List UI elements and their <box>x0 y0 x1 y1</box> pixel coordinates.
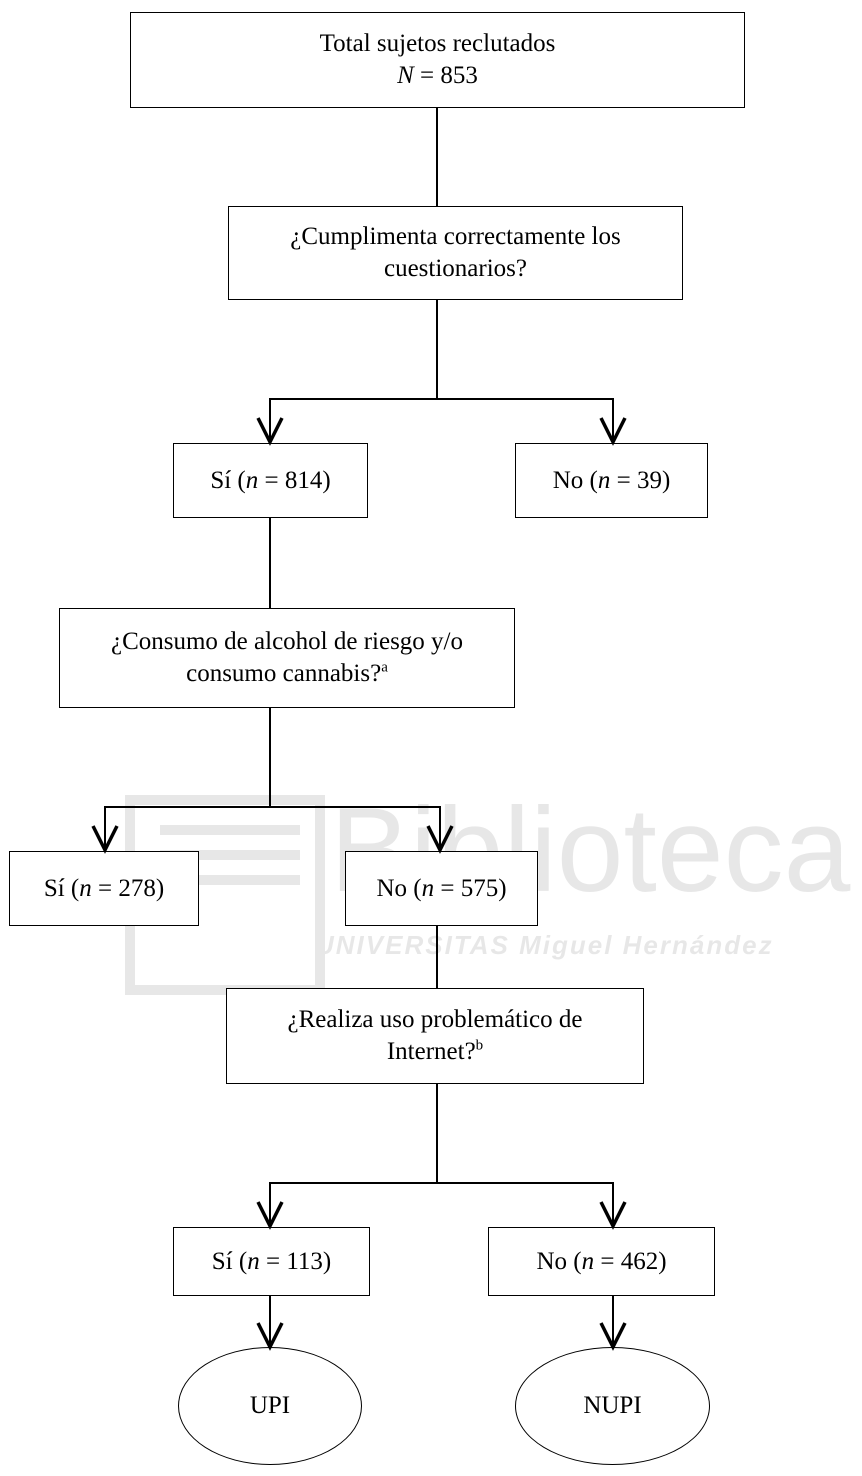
node-q2-line1: ¿Consumo de alcohol de riesgo y/o <box>110 628 463 655</box>
connector-q3-split <box>436 1084 438 1184</box>
terminal-nupi-label: NUPI <box>583 1392 642 1419</box>
node-total-recruited: Total sujetos reclutados N = 853 <box>130 12 745 108</box>
arrow-down-icon <box>256 1322 284 1351</box>
node-q1-yes: Sí (n = 814) <box>173 443 368 518</box>
connector-yes-upi <box>269 1296 271 1346</box>
arrow-down-icon <box>599 1201 627 1230</box>
node-q1-no-rest: = 39) <box>610 466 671 494</box>
node-q1-no: No (n = 39) <box>515 443 708 518</box>
arrow-down-icon <box>426 825 454 854</box>
connector-no-q3 <box>436 898 438 988</box>
arrow-down-icon <box>599 417 627 446</box>
node-q1-yes-rest: = 814) <box>258 466 331 494</box>
connector-yes-q2 <box>269 518 271 608</box>
node-q2-footnote: a <box>381 659 388 676</box>
arrow-down-icon <box>256 1201 284 1230</box>
node-q1-line2: cuestionarios? <box>383 255 527 282</box>
connector-q3-branch <box>269 1182 614 1184</box>
node-q2-line2: consumo cannabis? <box>186 660 382 687</box>
node-q3-no: No (n = 462) <box>488 1227 715 1296</box>
node-q3-no-rest: = 462) <box>594 1247 667 1275</box>
connector-q2-left-drop <box>104 806 106 851</box>
connector-q2-split <box>269 708 271 808</box>
node-q1-no-var: n <box>597 466 611 494</box>
node-q1-line1: ¿Cumplimenta correctamente los <box>290 223 621 250</box>
terminal-upi: UPI <box>178 1347 362 1465</box>
connector-no-nupi <box>612 1296 614 1346</box>
node-total-value: = 853 <box>413 62 478 89</box>
terminal-upi-label: UPI <box>249 1392 291 1419</box>
node-q1-yes-var: n <box>245 466 259 494</box>
arrow-down-icon <box>599 1322 627 1351</box>
node-q2-no-pre: No ( <box>376 874 422 902</box>
node-q3-line2: Internet? <box>386 1038 476 1065</box>
node-q2-no-var: n <box>421 874 435 902</box>
connector-q1-left-drop <box>269 398 271 443</box>
connector-q1-right-drop <box>612 398 614 443</box>
terminal-nupi: NUPI <box>515 1347 710 1465</box>
node-q1-no-pre: No ( <box>552 466 598 494</box>
node-question-completes: ¿Cumplimenta correctamente los cuestiona… <box>228 206 683 300</box>
node-q2-no: No (n = 575) <box>345 851 538 926</box>
node-q3-yes-rest: = 113) <box>259 1247 332 1275</box>
node-q2-yes-var: n <box>79 874 92 902</box>
connector-q2-branch <box>104 806 441 808</box>
node-q3-yes-var: n <box>247 1247 260 1275</box>
arrow-down-icon <box>91 825 119 854</box>
node-q2-yes-rest: = 278) <box>91 874 165 902</box>
connector-q1-split <box>436 300 438 400</box>
node-total-var: N <box>397 62 414 89</box>
arrow-down-icon <box>256 417 284 446</box>
node-q3-yes: Sí (n = 113) <box>173 1227 370 1296</box>
node-q3-yes-pre: Sí ( <box>211 1247 248 1275</box>
watermark-subtitle: UNIVERSITAS Miguel Hernández <box>315 930 774 960</box>
node-total-text: Total sujetos reclutados <box>319 30 556 57</box>
node-q3-no-var: n <box>581 1247 595 1275</box>
node-q2-yes: Sí (n = 278) <box>9 851 199 926</box>
connector-q2-right-drop <box>439 806 441 851</box>
node-q3-line1: ¿Realiza uso problemático de <box>287 1006 583 1033</box>
node-q2-no-rest: = 575) <box>434 874 507 902</box>
connector-total-q1 <box>436 108 438 206</box>
node-q1-yes-pre: Sí ( <box>210 466 246 494</box>
connector-q3-right-drop <box>612 1182 614 1227</box>
node-question-internet: ¿Realiza uso problemático de Internet?b <box>226 988 644 1084</box>
connector-q3-left-drop <box>269 1182 271 1227</box>
node-q3-no-pre: No ( <box>536 1247 582 1275</box>
node-q3-footnote: b <box>475 1037 484 1054</box>
node-q2-yes-pre: Sí ( <box>43 874 80 902</box>
connector-q1-branch <box>269 398 614 400</box>
node-question-alcohol-cannabis: ¿Consumo de alcohol de riesgo y/o consum… <box>59 608 515 708</box>
